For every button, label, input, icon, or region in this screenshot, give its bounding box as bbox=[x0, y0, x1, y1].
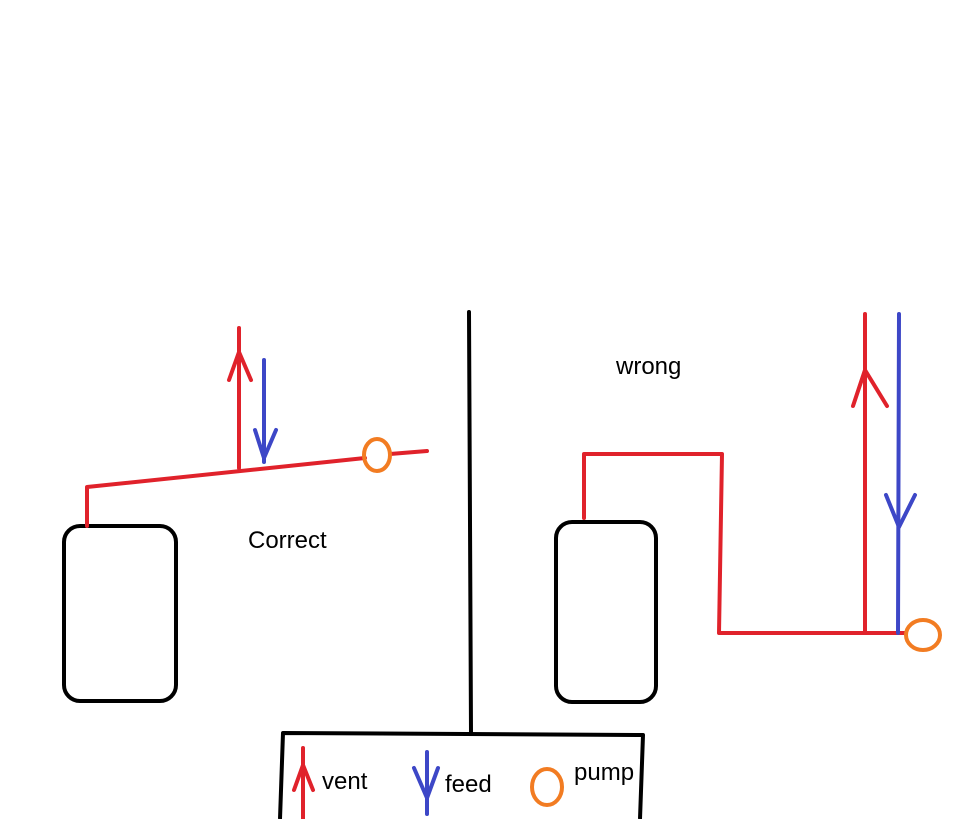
wrong-label: wrong bbox=[615, 353, 681, 380]
correct-panel: Correct bbox=[62, 326, 429, 703]
legend-box bbox=[278, 731, 645, 819]
left-flow-pipe bbox=[85, 456, 367, 528]
right-feed-arrowhead bbox=[884, 493, 917, 529]
right-vent-arrowhead bbox=[851, 368, 889, 408]
left-vent-arrowhead bbox=[227, 350, 253, 382]
legend: vent feed pump bbox=[278, 731, 645, 819]
left-pump-outlet bbox=[388, 449, 429, 456]
center-divider bbox=[467, 310, 473, 735]
right-cylinder bbox=[554, 520, 658, 704]
right-feed-pipe bbox=[896, 312, 901, 635]
legend-pump-label: pump bbox=[574, 759, 634, 786]
left-pump-icon bbox=[362, 437, 392, 473]
correct-label: Correct bbox=[248, 527, 327, 554]
arrow-up-icon bbox=[292, 763, 315, 792]
left-cylinder bbox=[62, 524, 178, 703]
circle-icon bbox=[530, 767, 564, 807]
right-flow-pipe bbox=[582, 452, 907, 635]
legend-vent-label: vent bbox=[322, 768, 368, 795]
legend-feed-label: feed bbox=[445, 771, 492, 798]
arrow-down-icon bbox=[412, 766, 440, 800]
right-pump-icon bbox=[904, 618, 942, 652]
wrong-panel: wrong bbox=[554, 312, 942, 704]
left-feed-arrowhead bbox=[253, 428, 278, 460]
